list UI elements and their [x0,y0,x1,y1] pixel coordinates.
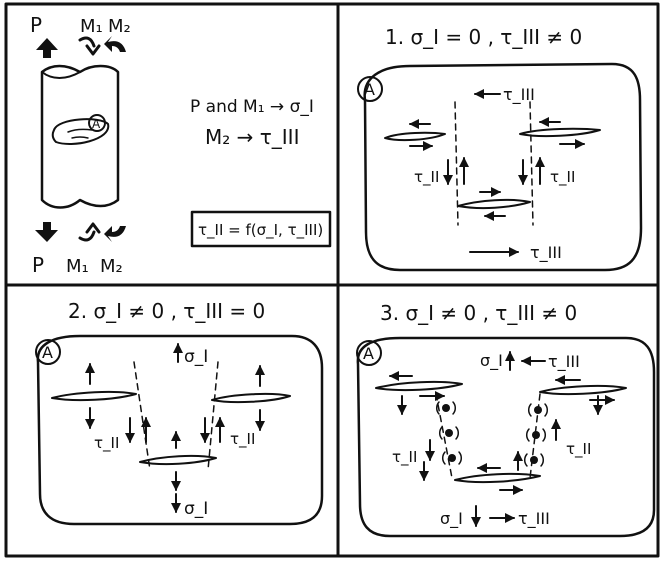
relation-2: M₂ → τ_III [205,125,299,149]
panel-2: 2. σ_I ≠ 0 , τ_III = 0 A σ_I τ_II τ_II σ… [35,299,324,526]
panel-3-crack-left [375,380,463,392]
cylinder-body [40,64,120,209]
panel-1-crack-left [384,131,446,142]
panel-3-region [356,336,656,538]
top-load-label-m1: M₁ [80,16,103,37]
moment-m2-top-icon [104,36,126,52]
panel-3-region-a-marker [356,340,382,366]
panel-overview: P M₁ M₂ A P M₁ M₂ P and M₁ → σ_I M₂ → τ_… [30,13,332,277]
panel-2-label-sigma-top: σ_I [184,347,208,367]
tension-arrow-down-icon [35,222,58,242]
panel-3-label-tau2-right: τ_II [566,440,591,459]
tension-arrow-up-icon [36,38,58,58]
panel-2-region-a-label: A [42,343,53,362]
panel-2-title: 2. σ_I ≠ 0 , τ_III = 0 [68,299,265,323]
moment-m2-bottom-icon [104,226,126,242]
panel-3: 3. σ_I ≠ 0 , τ_III ≠ 0 A σ_I τ_III [356,301,656,538]
crack-region [51,118,110,145]
panel-2-crack-bottom [139,454,217,466]
boxed-formula: τ_II = f(σ_I, τ_III) [198,221,323,240]
panel-3-crack-bottom [454,472,541,484]
panel-1-title: 1. σ_I = 0 , τ_III ≠ 0 [385,25,582,49]
panel-3-label-sigma-bottom: σ_I [440,509,463,529]
panel-2-label-sigma-bottom: σ_I [184,499,208,519]
top-load-label-m2: M₂ [108,16,131,37]
panel-3-label-tau3-top: τ_III [548,352,580,372]
region-a-label: A [92,117,101,131]
panel-1-label-tau2-right: τ_II [550,168,575,187]
panel-3-title: 3. σ_I ≠ 0 , τ_III ≠ 0 [380,301,577,325]
panel-2-crack-left [51,390,137,402]
formula-box [190,210,332,248]
panel-2-region-a-marker [35,339,61,365]
panel-1-crack-right [519,127,601,138]
bottom-load-label-m2: M₂ [100,256,123,277]
panel-3-label-sigma-top: σ_I [480,351,503,371]
panel-3-label-tau2-left: τ_II [392,448,417,467]
panel-3-rotation-symbols [435,401,549,467]
panel-2-label-tau2-left: τ_II [94,434,119,453]
panel-3-region-a-label: A [363,344,374,363]
panel-1-region-a-label: A [364,80,375,99]
panel-1-label-tau3-top: τ_III [503,85,535,105]
panel-1-label-tau2-left: τ_II [414,168,439,187]
region-a-marker [88,114,106,132]
panel-2-region [36,334,324,526]
panel-3-label-tau3-bottom: τ_III [518,509,550,529]
panel-1-region-a-marker [357,76,383,102]
bottom-load-label-m1: M₁ [66,256,89,277]
panel-1-crack-bottom [457,198,531,210]
panel-3-crack-right [539,384,627,396]
moment-m1-bottom-icon [78,222,101,242]
bottom-load-label-p: P [32,253,44,277]
panel-2-crack-right [211,392,291,404]
figure-frame [4,2,660,558]
moment-m1-top-icon [78,36,101,56]
panel-1: 1. σ_I = 0 , τ_III ≠ 0 A τ_III τ_II τ_II… [357,25,643,272]
panel-2-label-tau2-right: τ_II [230,430,255,449]
relation-1: P and M₁ → σ_I [190,97,314,117]
panel-1-label-tau3-bottom: τ_III [530,243,562,263]
panel-1-region [363,62,643,272]
top-load-label-p: P [30,13,42,37]
